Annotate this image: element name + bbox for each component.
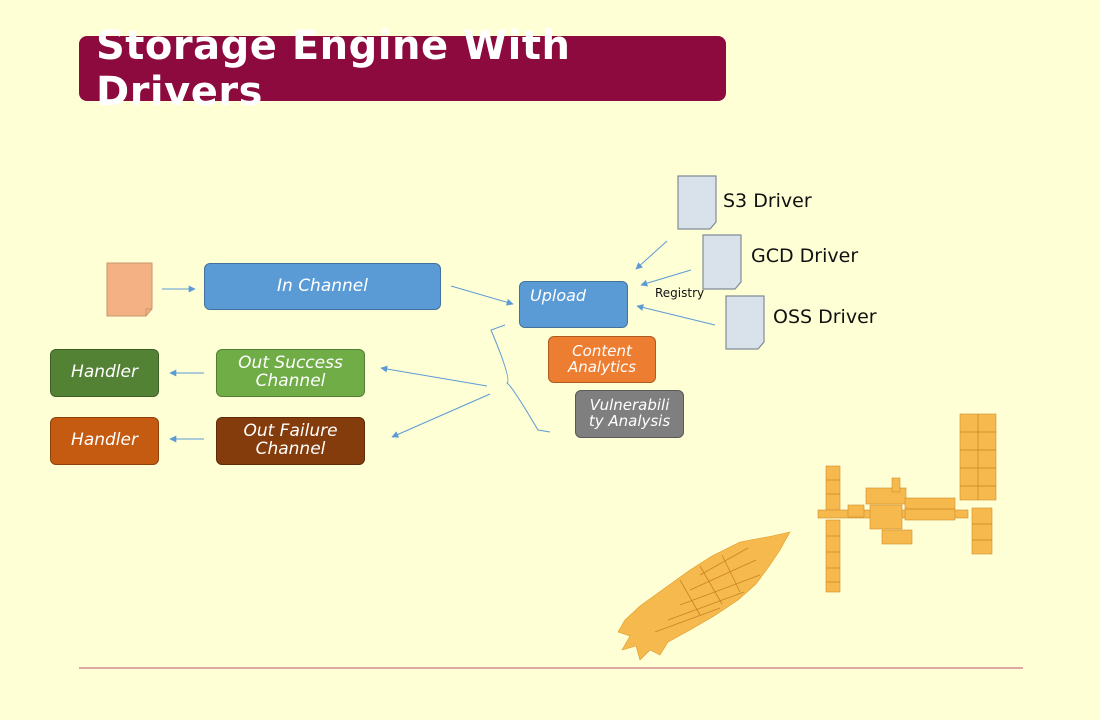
in-channel-node[interactable]: In Channel [204,263,441,310]
arrow-oss-to-upload [636,304,716,326]
content-analytics-node[interactable]: Content Analytics [548,336,656,383]
registry-label: Registry [655,286,705,300]
out-failure-channel-node[interactable]: Out Failure Channel [216,417,365,465]
arrow-to-out-success [380,365,488,387]
failure-handler-node[interactable]: Handler [50,417,159,465]
analysis-bracket [490,324,551,433]
s3-driver-document-icon [677,175,717,230]
input-document-icon [106,262,153,317]
s3-driver-label: S3 Driver [723,190,812,212]
arrow-in-channel-to-upload [450,285,514,306]
arrow-to-out-failure [391,393,491,438]
gcd-driver-document-icon [702,234,742,290]
oss-driver-document-icon [725,295,765,350]
rocket-illustration [617,531,791,661]
success-handler-node[interactable]: Handler [50,349,159,397]
arrow-s3-to-upload [635,240,668,270]
vulnerability-analysis-node[interactable]: Vulnerabili ty Analysis [575,390,684,438]
gcd-driver-label: GCD Driver [751,245,859,267]
space-station-illustration [817,413,997,593]
upload-node[interactable]: Upload [519,281,628,328]
arrow-gcd-to-upload [640,269,692,287]
oss-driver-label: OSS Driver [773,306,877,328]
out-success-channel-node[interactable]: Out Success Channel [216,349,365,397]
